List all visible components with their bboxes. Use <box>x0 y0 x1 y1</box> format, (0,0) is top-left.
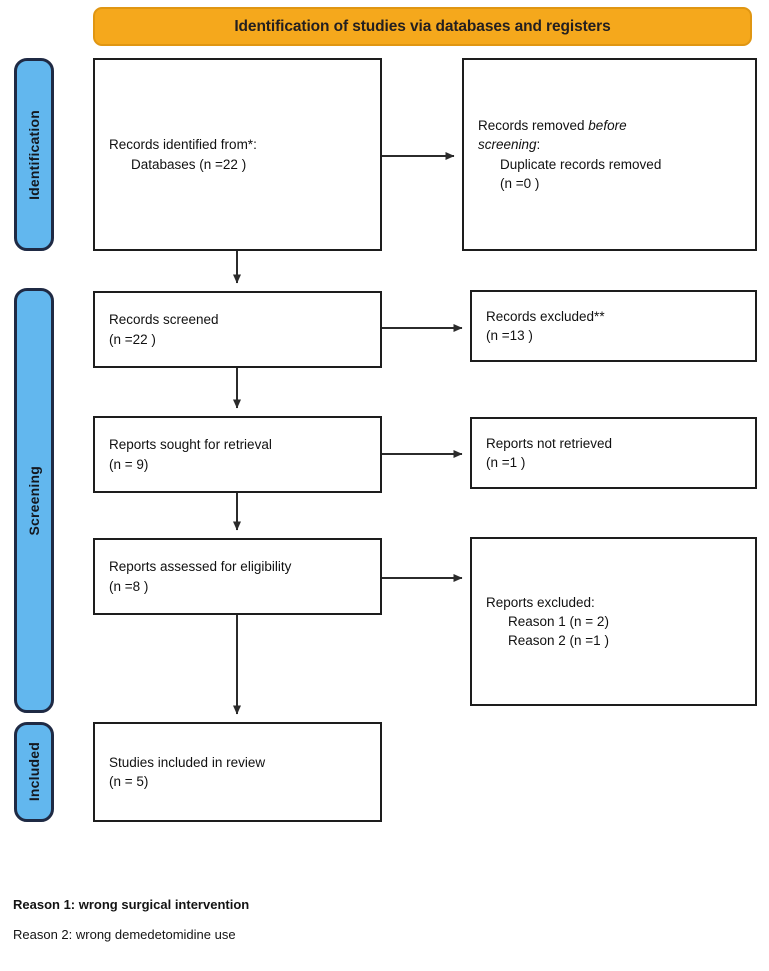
records-screened-line-1: Records screened <box>109 312 219 328</box>
records-removed-line-4: (n =0 ) <box>500 175 540 191</box>
reports-sought-line-1: Reports sought for retrieval <box>109 437 272 453</box>
records-screened-line-2: (n =22 ) <box>109 331 156 347</box>
records-removed-text-before: before <box>588 118 627 134</box>
reports-assessed-line-2: (n =8 ) <box>109 578 149 594</box>
reports-assessed-line-1: Reports assessed for eligibility <box>109 559 292 575</box>
records-removed-text-a: Records removed <box>478 118 589 134</box>
stage-label-included: Included <box>26 742 42 802</box>
box-reports-excluded: Reports excluded: Reason 1 (n = 2) Reaso… <box>470 537 757 706</box>
stage-label-identification: Identification <box>26 109 42 200</box>
reports-not-retrieved-line-2: (n =1 ) <box>486 455 526 470</box>
box-records-identified: Records identified from*: Databases (n =… <box>93 58 382 251</box>
box-records-removed: Records removed before screening: Duplic… <box>462 58 757 251</box>
stage-rail-screening: Screening <box>14 288 54 713</box>
studies-included-line-1: Studies included in review <box>109 754 266 770</box>
box-reports-assessed: Reports assessed for eligibility (n =8 ) <box>93 538 382 615</box>
reports-excluded-line-2: Reason 1 (n = 2) <box>508 613 609 629</box>
reports-excluded-line-3: Reason 2 (n =1 ) <box>508 633 609 649</box>
box-reports-not-retrieved: Reports not retrieved (n =1 ) <box>470 417 757 489</box>
records-excluded-line-2: (n =13 ) <box>486 328 533 343</box>
stage-rail-included: Included <box>14 722 54 822</box>
records-removed-line-2: screening: <box>478 135 741 154</box>
reports-excluded-line-1: Reports excluded: <box>486 594 595 610</box>
stage-label-screening: Screening <box>26 465 42 536</box>
diagram-header-banner: Identification of studies via databases … <box>93 7 752 46</box>
records-removed-line-3: Duplicate records removed <box>500 156 662 172</box>
footnotes: Reason 1: wrong surgical intervention Re… <box>13 897 533 957</box>
records-excluded-line-1: Records excluded** <box>486 308 605 324</box>
studies-included-line-2: (n = 5) <box>109 774 149 789</box>
footnote-reason-1: Reason 1: wrong surgical intervention <box>13 897 250 912</box>
footnote-reason-2: Reason 2: wrong demedetomidine use <box>13 927 236 942</box>
box-reports-sought: Reports sought for retrieval (n = 9) <box>93 416 382 493</box>
box-records-screened: Records screened (n =22 ) <box>93 291 382 368</box>
banner-title: Identification of studies via databases … <box>234 17 611 35</box>
records-identified-line-2: Databases (n =22 ) <box>131 156 247 172</box>
records-removed-line-1: Records removed before <box>478 116 741 135</box>
box-records-excluded: Records excluded** (n =13 ) <box>470 290 757 362</box>
records-removed-text-colon: : <box>536 137 541 153</box>
reports-not-retrieved-line-1: Reports not retrieved <box>486 435 613 451</box>
records-identified-line-1: Records identified from*: <box>109 137 257 153</box>
stage-rail-identification: Identification <box>14 58 54 251</box>
reports-sought-line-2: (n = 9) <box>109 456 149 472</box>
records-removed-text-screening: screening <box>478 137 537 153</box>
box-studies-included: Studies included in review (n = 5) <box>93 722 382 822</box>
